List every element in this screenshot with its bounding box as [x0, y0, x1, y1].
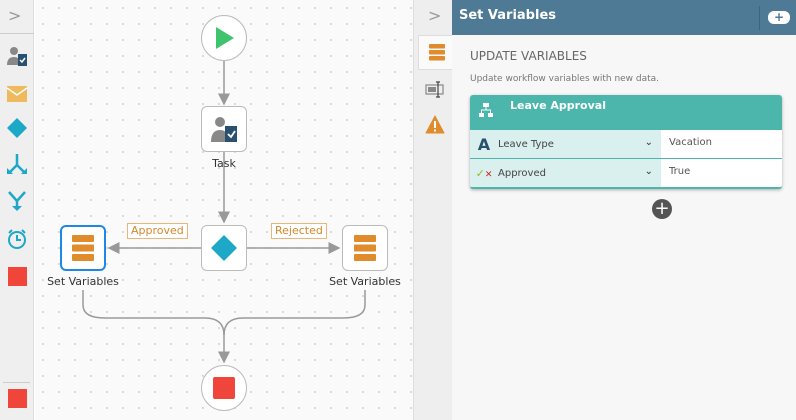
merge-icon[interactable]	[5, 189, 29, 213]
variables-icon	[72, 235, 94, 261]
email-icon[interactable]	[5, 82, 29, 106]
group-header[interactable]: Leave Approval	[470, 95, 782, 130]
branch-icon[interactable]	[5, 152, 29, 176]
connectors	[82, 61, 366, 364]
approved-edge-label[interactable]: Approved	[127, 223, 188, 239]
decision-icon[interactable]	[5, 116, 29, 140]
variable-name: Leave Type	[498, 138, 554, 150]
text-field-icon	[425, 81, 444, 98]
panel-title: Set Variables	[459, 8, 556, 23]
variable-value-input[interactable]: True	[669, 166, 691, 177]
connector	[82, 290, 230, 364]
warning-icon	[425, 115, 445, 134]
variable-name: Approved	[498, 167, 546, 179]
set-variables-left-label: Set Variables	[47, 275, 119, 288]
rejected-edge-label[interactable]: Rejected	[271, 223, 327, 239]
hierarchy-icon	[479, 103, 493, 117]
set-variables-node-left[interactable]	[60, 225, 106, 271]
properties-panel: Set Variables + UPDATE VARIABLES Update …	[452, 0, 796, 420]
variable-select[interactable]: A Leave Type ⌄	[470, 130, 661, 158]
text-type-icon: A	[477, 134, 491, 154]
toolbox: >	[0, 0, 34, 420]
decision-node[interactable]	[201, 225, 247, 271]
play-icon	[216, 27, 234, 49]
stop-icon	[213, 377, 235, 399]
variable-value-input[interactable]: Vacation	[669, 137, 712, 148]
variable-row: ✓✕ Approved ⌄ True	[470, 159, 782, 187]
section-title: UPDATE VARIABLES	[470, 49, 587, 63]
variable-select[interactable]: ✓✕ Approved ⌄	[470, 159, 661, 187]
start-node[interactable]	[201, 15, 247, 61]
connector	[223, 290, 366, 336]
end-icon[interactable]	[5, 264, 29, 288]
variable-group: Leave Approval A Leave Type ⌄ Vacation ✓…	[470, 95, 782, 189]
set-variables-node-right[interactable]	[342, 225, 388, 271]
collapse-panel-button[interactable]: >	[428, 6, 442, 25]
set-variables-right-label: Set Variables	[329, 275, 401, 288]
boolean-type-icon: ✓✕	[475, 166, 493, 180]
timer-icon[interactable]	[5, 227, 29, 251]
tab-variables[interactable]	[418, 35, 454, 70]
variable-row: A Leave Type ⌄ Vacation	[470, 130, 782, 159]
end-node[interactable]	[201, 365, 247, 411]
expand-toolbox-button[interactable]: >	[8, 6, 22, 25]
task-node-label: Task	[212, 157, 236, 170]
task-icon	[211, 117, 237, 142]
workflow-canvas[interactable]: Task Set Variables Set Variables Approve…	[35, 0, 413, 420]
add-variable-button[interactable]: +	[652, 199, 672, 219]
task-icon[interactable]	[5, 44, 29, 68]
panel-header: Set Variables +	[452, 0, 796, 35]
chevron-down-icon: ⌄	[644, 166, 653, 177]
add-variable-header-button[interactable]: +	[768, 11, 790, 24]
tab-warnings[interactable]	[425, 115, 445, 138]
task-node[interactable]	[201, 106, 247, 152]
chevron-down-icon: ⌄	[644, 137, 653, 148]
divider	[3, 382, 30, 383]
divider	[0, 33, 34, 34]
group-title: Leave Approval	[510, 99, 606, 112]
decision-icon	[211, 235, 237, 261]
tab-properties[interactable]	[425, 80, 445, 102]
end-icon[interactable]	[5, 386, 29, 410]
panel-tabs: >	[413, 0, 454, 420]
variables-icon	[354, 235, 376, 261]
section-description: Update workflow variables with new data.	[470, 74, 660, 84]
